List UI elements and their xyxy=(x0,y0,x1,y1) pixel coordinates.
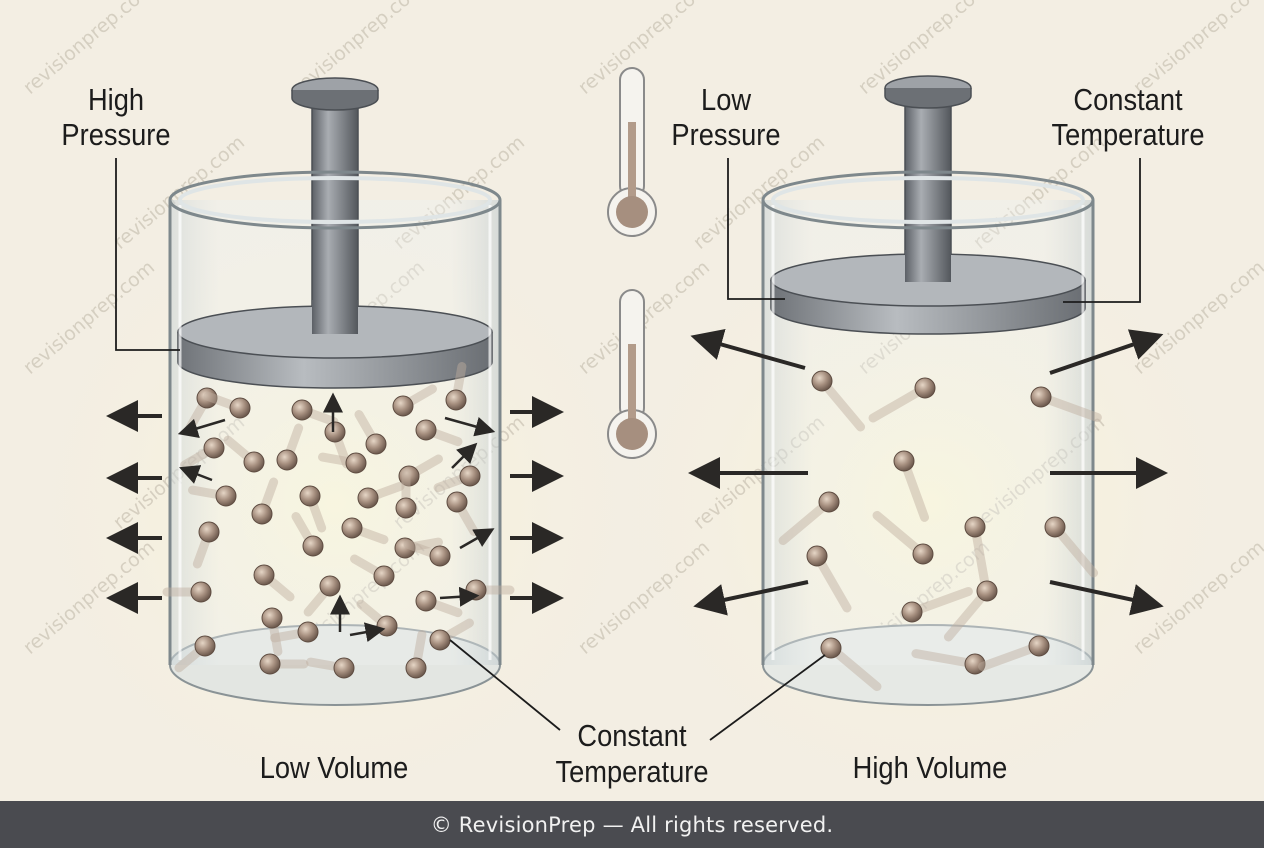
gas-particle xyxy=(251,503,273,525)
gas-particle xyxy=(394,537,416,559)
gas-particle xyxy=(341,517,363,539)
constant-temperature-label-top-line1: Constant xyxy=(1073,83,1182,117)
gas-particle xyxy=(429,545,451,567)
gas-particle xyxy=(261,607,283,629)
gas-particle xyxy=(215,485,237,507)
gas-particle xyxy=(392,395,414,417)
gas-particles-left xyxy=(162,362,515,679)
gas-particle xyxy=(194,635,216,657)
high-pressure-label-line1: High xyxy=(88,83,144,117)
gas-particle xyxy=(1044,516,1066,538)
gas-particle xyxy=(429,629,451,651)
gas-particle xyxy=(964,653,986,675)
gas-particle xyxy=(398,465,420,487)
inner-arrows-left xyxy=(177,392,496,643)
high-pressure-label-line2: Pressure xyxy=(61,118,170,152)
pressure-arrow xyxy=(439,586,480,607)
gas-particle xyxy=(376,615,398,637)
gas-particle xyxy=(415,419,437,441)
thermometer-icon xyxy=(607,289,657,459)
pressure-arrow xyxy=(1049,329,1164,375)
gas-particle xyxy=(319,575,341,597)
piston-left xyxy=(177,77,493,389)
gas-particle xyxy=(302,535,324,557)
thermometer-icon xyxy=(607,67,657,237)
gas-particle xyxy=(1030,386,1052,408)
low-pressure-label-line2: Pressure xyxy=(671,118,780,152)
low-volume-label: Low Volume xyxy=(260,751,409,785)
pressure-arrow xyxy=(177,418,226,438)
gas-particle xyxy=(964,516,986,538)
constant-temperature-label-bottom-line2: Temperature xyxy=(555,755,708,789)
gas-particle xyxy=(395,497,417,519)
gas-particle xyxy=(259,653,281,675)
gas-particle xyxy=(459,465,481,487)
constant-temperature-label-bottom-line1: Constant xyxy=(577,719,686,753)
gas-particle xyxy=(276,449,298,471)
gas-particle xyxy=(333,657,355,679)
gas-particle xyxy=(190,581,212,603)
pressure-arrow xyxy=(693,580,809,616)
gas-particle xyxy=(914,377,936,399)
copyright-footer: © RevisionPrep — All rights reserved. xyxy=(0,801,1264,848)
gas-particle xyxy=(1028,635,1050,657)
gas-particle xyxy=(229,397,251,419)
gas-particles-right xyxy=(778,370,1102,692)
left-cylinder xyxy=(162,77,515,706)
piston-right xyxy=(770,75,1086,335)
gas-particle xyxy=(196,387,218,409)
gas-particle xyxy=(198,521,220,543)
pressure-arrow xyxy=(459,528,495,550)
pressure-arrows xyxy=(106,329,1168,616)
gas-particle xyxy=(365,433,387,455)
gas-particle xyxy=(373,565,395,587)
gas-particle xyxy=(445,389,467,411)
gas-particle xyxy=(253,564,275,586)
gas-particle xyxy=(415,590,437,612)
right-cylinder xyxy=(761,75,1102,706)
gas-particle xyxy=(405,657,427,679)
gas-particle xyxy=(901,601,923,623)
pressure-arrow xyxy=(178,465,213,484)
gas-particle xyxy=(291,399,313,421)
constant-temperature-label-top-line2: Temperature xyxy=(1051,118,1204,152)
pressure-arrow xyxy=(1049,580,1164,616)
pressure-arrow xyxy=(444,416,496,437)
pressure-arrow xyxy=(349,622,386,643)
gas-particle xyxy=(818,491,840,513)
gas-particle xyxy=(893,450,915,472)
gas-particle xyxy=(820,637,842,659)
high-volume-label: High Volume xyxy=(853,751,1008,785)
gas-particle xyxy=(976,580,998,602)
gas-particle xyxy=(324,421,346,443)
low-pressure-label-line1: Low xyxy=(701,83,752,117)
gas-particle xyxy=(203,437,225,459)
gas-particle xyxy=(243,451,265,473)
gas-particle xyxy=(446,491,468,513)
gas-particle xyxy=(297,621,319,643)
gas-particle xyxy=(811,370,833,392)
leader-lines xyxy=(115,158,1141,741)
pressure-arrow xyxy=(451,442,478,469)
gas-particle xyxy=(345,452,367,474)
gas-particle xyxy=(806,545,828,567)
gas-particle xyxy=(912,543,934,565)
gas-particle xyxy=(357,487,379,509)
pressure-arrow xyxy=(690,329,806,370)
gas-particle xyxy=(299,485,321,507)
